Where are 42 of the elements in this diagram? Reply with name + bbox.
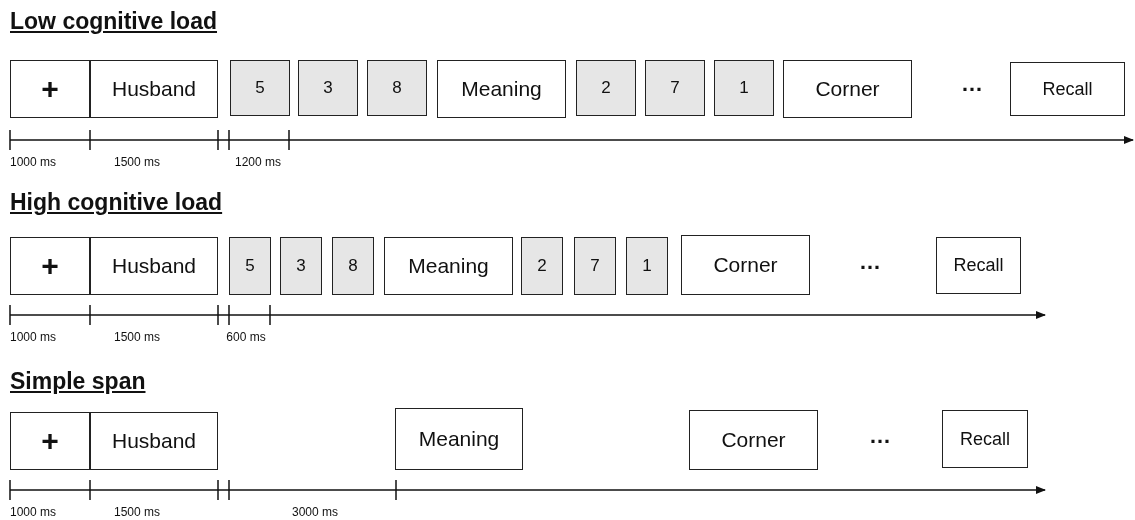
digit-box: 1 <box>714 60 774 116</box>
duration-label: 1000 ms <box>10 505 56 519</box>
digit-box: 2 <box>576 60 636 116</box>
digit-box: 8 <box>332 237 374 295</box>
fixation-cross-box: + <box>10 237 90 295</box>
digit-box: 7 <box>574 237 616 295</box>
word-box: Corner <box>689 410 818 470</box>
duration-label: 3000 ms <box>292 505 338 519</box>
duration-label: 1000 ms <box>10 155 56 169</box>
digit-box: 7 <box>645 60 705 116</box>
recall-box: Recall <box>942 410 1028 468</box>
fixation-cross-box: + <box>10 412 90 470</box>
word-box: Meaning <box>395 408 523 470</box>
digit-box: 5 <box>230 60 290 116</box>
word-box: Meaning <box>384 237 513 295</box>
digit-box: 3 <box>280 237 322 295</box>
fixation-cross-box: + <box>10 60 90 118</box>
digit-box: 8 <box>367 60 427 116</box>
word-box: Corner <box>681 235 810 295</box>
word-box: Corner <box>783 60 912 118</box>
section-heading: Low cognitive load <box>10 8 217 35</box>
section-heading: High cognitive load <box>10 189 223 216</box>
digit-box: 2 <box>521 237 563 295</box>
recall-box: Recall <box>1010 62 1125 116</box>
duration-label: 1500 ms <box>114 330 160 344</box>
word-box: Husband <box>90 60 218 118</box>
word-box: Husband <box>90 237 218 295</box>
digit-box: 5 <box>229 237 271 295</box>
duration-label: 600 ms <box>226 330 266 344</box>
ellipsis: … <box>869 423 891 449</box>
digit-box: 1 <box>626 237 668 295</box>
duration-label: 1000 ms <box>10 330 56 344</box>
word-box: Meaning <box>437 60 566 118</box>
section-heading: Simple span <box>10 368 146 395</box>
duration-label: 1200 ms <box>235 155 281 169</box>
ellipsis: … <box>859 249 881 275</box>
duration-label: 1500 ms <box>114 505 160 519</box>
digit-box: 3 <box>298 60 358 116</box>
ellipsis: … <box>961 71 983 97</box>
recall-box: Recall <box>936 237 1021 294</box>
duration-label: 1500 ms <box>114 155 160 169</box>
word-box: Husband <box>90 412 218 470</box>
